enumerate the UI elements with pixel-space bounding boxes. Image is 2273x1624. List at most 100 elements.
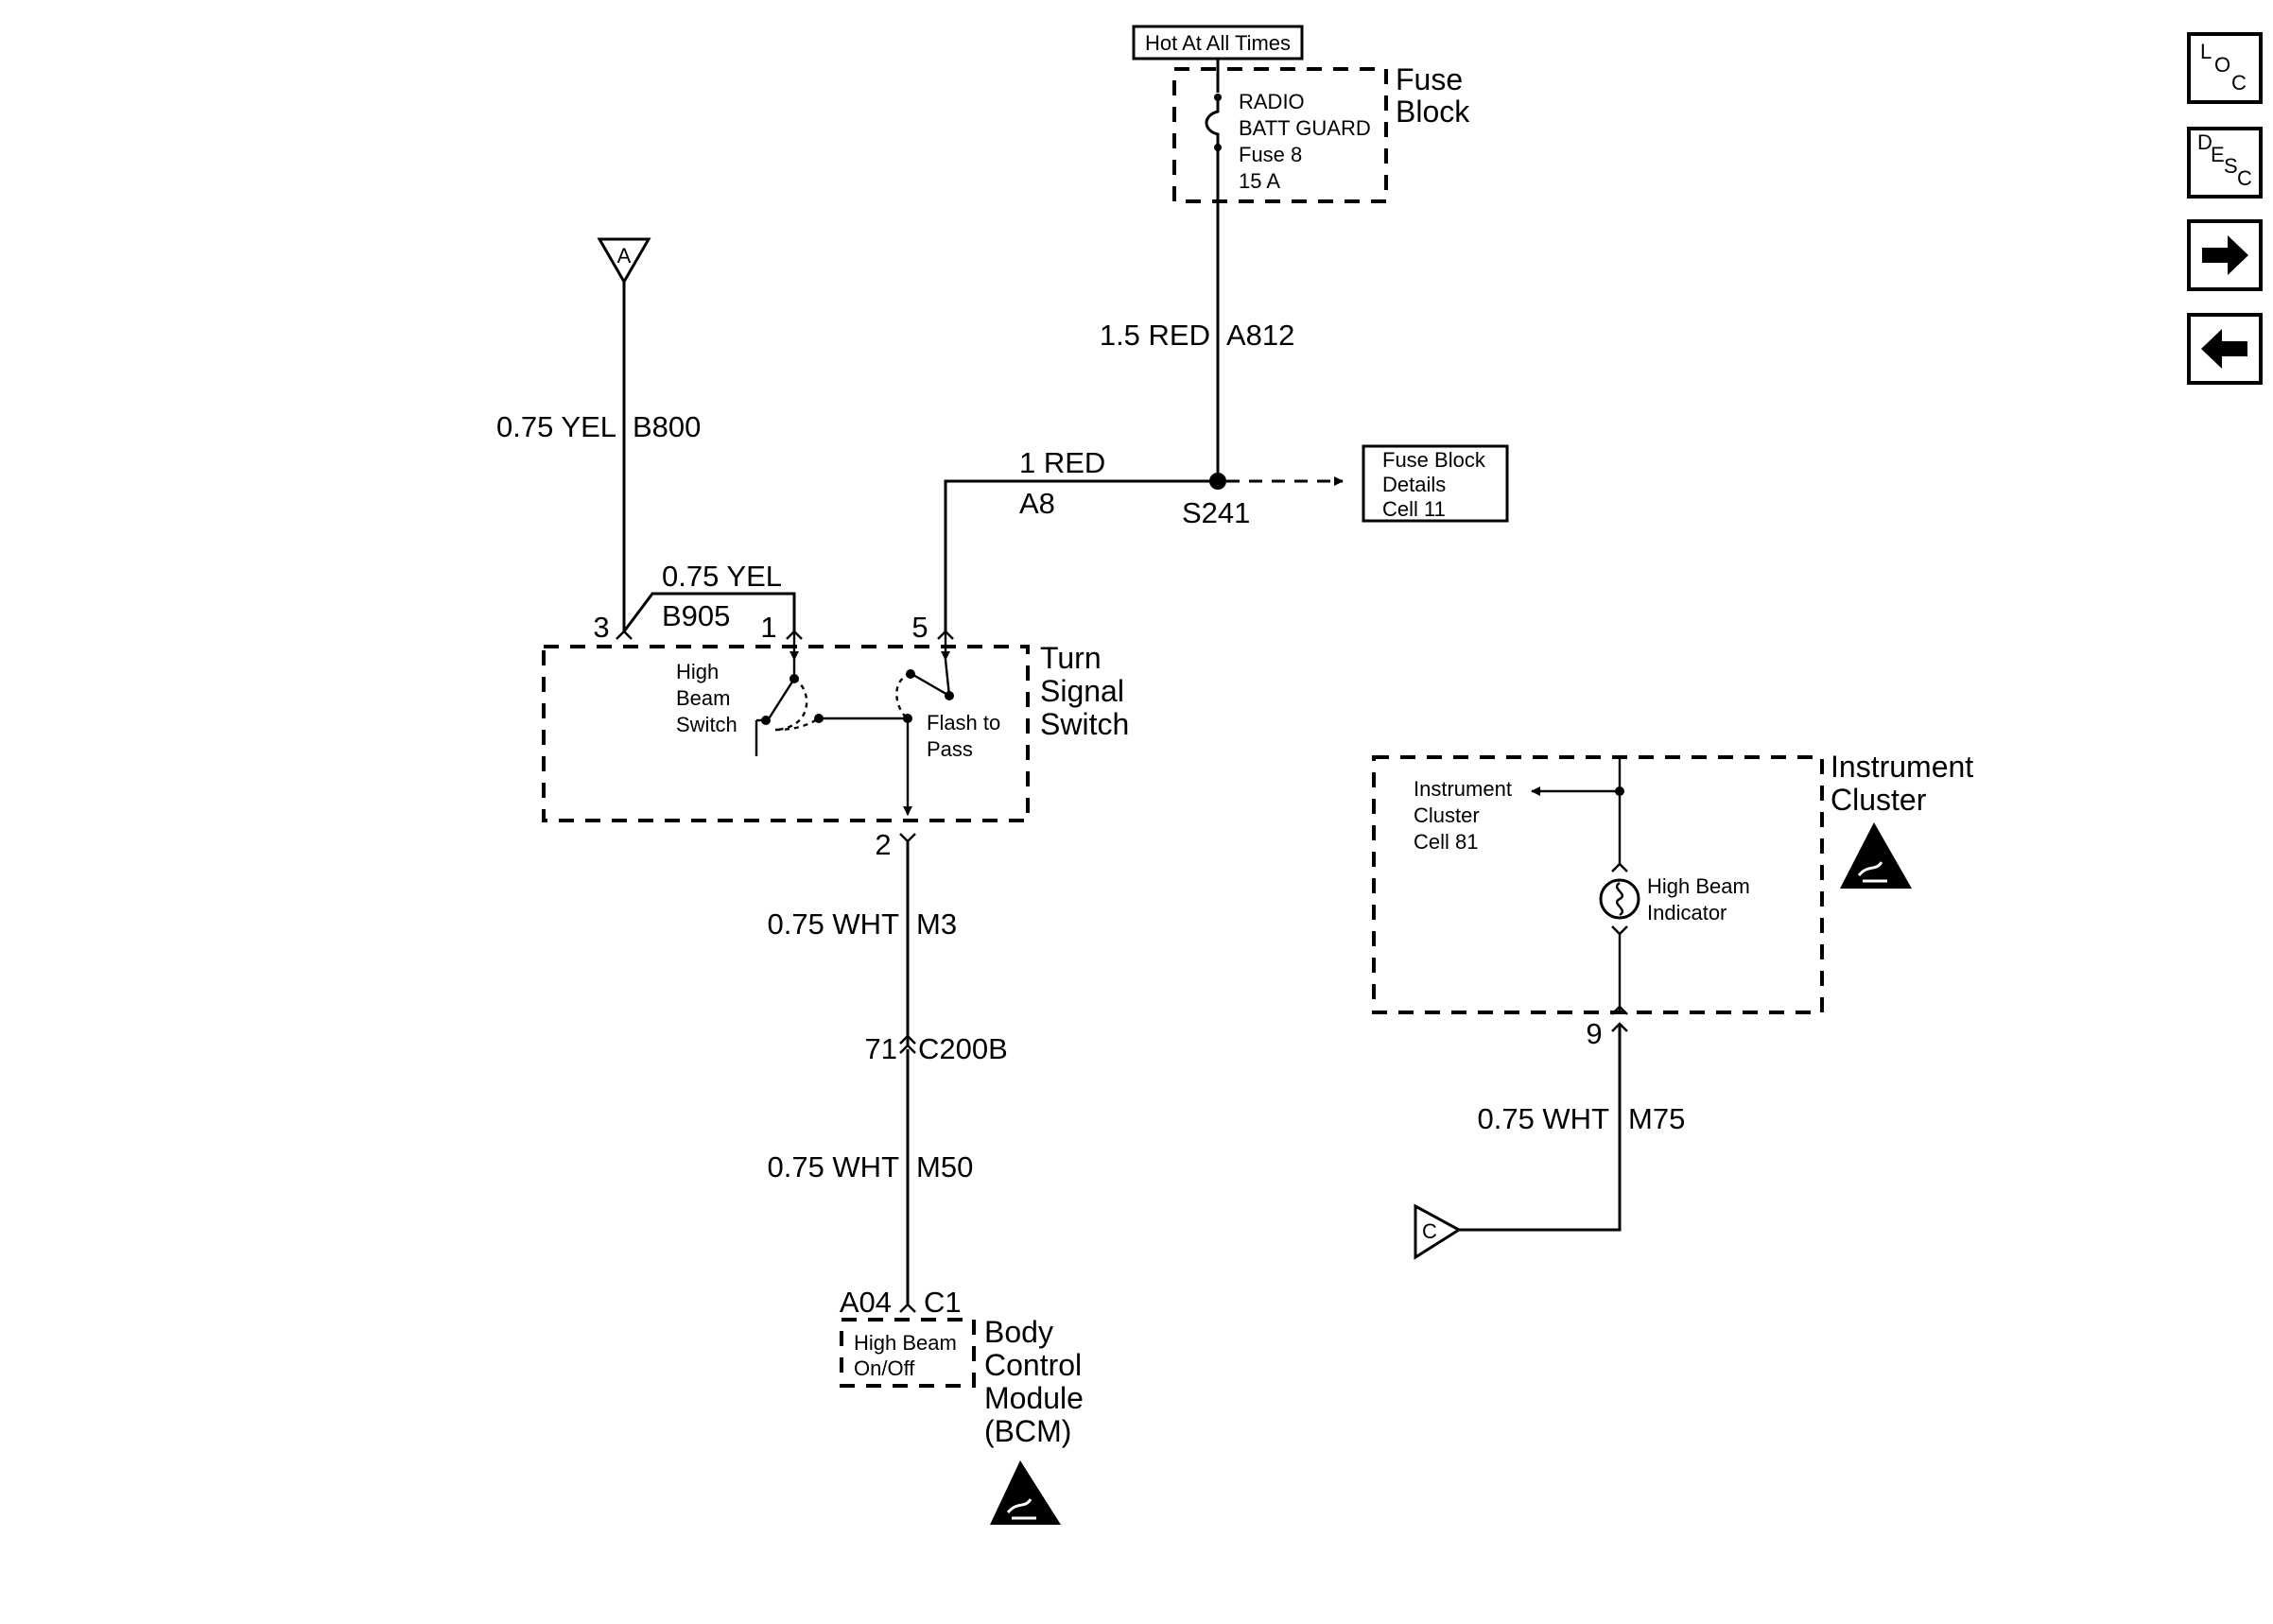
wire-a8-gauge: 1 RED — [1019, 446, 1105, 479]
high-beam-switch-linkage — [774, 677, 808, 732]
esd-warning-icon-bcm — [990, 1460, 1061, 1525]
wire-b800-gauge: 0.75 YEL — [496, 410, 616, 443]
wire-m50-gauge: 0.75 WHT — [767, 1150, 899, 1183]
fuse-name-1: RADIO — [1239, 90, 1305, 113]
high-beam-switch-blade — [766, 678, 796, 721]
flash-to-pass-linkage — [895, 672, 911, 719]
fuse-symbol — [1205, 94, 1222, 151]
splice-s241-label: S241 — [1182, 496, 1250, 529]
indicator-label-2: Indicator — [1647, 901, 1726, 924]
wire-a8-circuit: A8 — [1019, 487, 1055, 520]
bcm-pin-a04: A04 — [840, 1286, 892, 1319]
wire-b905-gauge: 0.75 YEL — [662, 560, 782, 593]
turn-signal-title-2: Signal — [1040, 674, 1124, 708]
fuse-block-title-2: Block — [1396, 95, 1470, 129]
cluster-pin-9-chevron-b — [1611, 1022, 1628, 1032]
turn-signal-switch-outline — [542, 645, 1030, 822]
cluster-pin-9: 9 — [1586, 1017, 1602, 1050]
fuse-rating: 15 A — [1239, 169, 1280, 193]
fuse-details-3: Cell 11 — [1382, 497, 1446, 521]
instrument-cluster-outline — [1372, 755, 1824, 1014]
hot-at-all-times-text: Hot At All Times — [1145, 31, 1291, 55]
desc-letter-e: E — [2211, 143, 2225, 166]
fuse-details-2: Details — [1382, 473, 1446, 496]
wire-m75 — [1459, 1026, 1622, 1232]
body-control-module: A04 C1 High Beam On/Off Body Control Mod… — [840, 1286, 1084, 1448]
esd-warning-icon-cluster — [1840, 822, 1912, 889]
bcm-pin-chevron — [899, 1303, 916, 1313]
fuse-block-details-ref[interactable]: Fuse Block Details Cell 11 — [1362, 444, 1509, 523]
bcm-title-4: (BCM) — [984, 1414, 1071, 1448]
high-beam-label-1: High — [676, 660, 719, 683]
offpage-c-label: C — [1422, 1219, 1437, 1243]
desc-letter-c: C — [2237, 166, 2252, 190]
arrow-right-icon — [2202, 235, 2248, 275]
bcm-title-1: Body — [984, 1315, 1053, 1349]
fuse-element — [1205, 97, 1220, 147]
pin-1-chevron — [786, 630, 803, 640]
previous-page-button[interactable] — [2187, 313, 2263, 385]
pin-2-chevron — [899, 833, 916, 843]
connector-c200b: 71 C200B — [865, 1032, 1008, 1065]
pin-2-label: 2 — [875, 828, 891, 861]
bcm-inner-2: On/Off — [854, 1356, 915, 1380]
fuse-name-2: BATT GUARD — [1239, 116, 1371, 140]
fuse-block-outline — [1172, 67, 1388, 203]
bcm-outline — [840, 1318, 976, 1388]
turn-signal-switch: Turn Signal Switch 3 1 5 High Beam Switc… — [542, 611, 1129, 861]
wire-b905-circuit: B905 — [662, 599, 730, 632]
indicator-label-1: High Beam — [1647, 874, 1750, 898]
bcm-inner-1: High Beam — [854, 1331, 957, 1355]
cluster-pin-9-chevron-a — [1611, 1005, 1628, 1015]
high-beam-label-3: Switch — [676, 713, 737, 736]
loc-letter-o: O — [2214, 53, 2230, 77]
wire-a812-gauge: 1.5 RED — [1100, 319, 1210, 352]
flash-to-pass-label-2: Pass — [927, 737, 973, 761]
pin-5-label: 5 — [911, 611, 928, 644]
offpage-connector-c[interactable]: C — [1414, 1203, 1462, 1260]
pin-3-chevron — [616, 630, 633, 640]
loc-letter-c: C — [2231, 71, 2247, 95]
flash-to-pass-label-1: Flash to — [927, 711, 1000, 734]
flash-to-pass-blade — [912, 673, 950, 698]
pin-3-label: 3 — [593, 611, 609, 644]
description-button[interactable]: D E S C — [2187, 127, 2263, 199]
loc-letter-l: L — [2200, 40, 2212, 63]
turn-signal-title-1: Turn — [1040, 641, 1102, 675]
wire-a8 — [944, 479, 1218, 631]
wire-m75-circuit: M75 — [1628, 1102, 1685, 1135]
c200b-pin: 71 — [865, 1032, 897, 1065]
wire-m50-circuit: M50 — [916, 1150, 973, 1183]
wire-m75-gauge: 0.75 WHT — [1477, 1102, 1609, 1135]
cluster-ref-1: Instrument — [1414, 777, 1512, 801]
location-button[interactable]: L O C — [2187, 32, 2263, 104]
flash-contact-lead — [944, 659, 951, 697]
hot-at-all-times-label: Hot At All Times — [1132, 25, 1304, 60]
fuse-block-title-1: Fuse — [1396, 62, 1463, 96]
offpage-a-label: A — [617, 244, 632, 268]
instrument-cluster-title-2: Cluster — [1831, 783, 1927, 817]
bcm-title-3: Module — [984, 1381, 1084, 1415]
wire-b800-circuit: B800 — [633, 410, 701, 443]
fuse-block: Fuse Block RADIO BATT GUARD Fuse 8 15 A — [1172, 62, 1470, 203]
indicator-top-chevron — [1611, 862, 1628, 872]
next-page-button[interactable] — [2187, 219, 2263, 291]
pin-5-chevron — [937, 630, 954, 640]
arrow-left-icon — [2201, 329, 2247, 369]
desc-letter-s: S — [2224, 154, 2238, 178]
offpage-connector-a[interactable]: A — [597, 237, 651, 285]
wire-a812-circuit: A812 — [1226, 319, 1294, 352]
cluster-ref-3: Cell 81 — [1414, 830, 1478, 854]
indicator-bottom-chevron — [1611, 925, 1628, 936]
bcm-pin-c1: C1 — [924, 1286, 962, 1319]
desc-letter-d: D — [2197, 130, 2212, 154]
bcm-title-2: Control — [984, 1348, 1082, 1382]
turn-signal-title-3: Switch — [1040, 707, 1129, 741]
instrument-cluster-title-1: Instrument — [1831, 750, 1973, 784]
c200b-name: C200B — [918, 1032, 1008, 1065]
fuse-details-1: Fuse Block — [1382, 448, 1486, 472]
wire-m3-circuit: M3 — [916, 907, 957, 941]
fuse-number: Fuse 8 — [1239, 143, 1302, 166]
instrument-cluster: Instrument Cluster Instrument Cluster Ce… — [1372, 750, 1973, 1050]
